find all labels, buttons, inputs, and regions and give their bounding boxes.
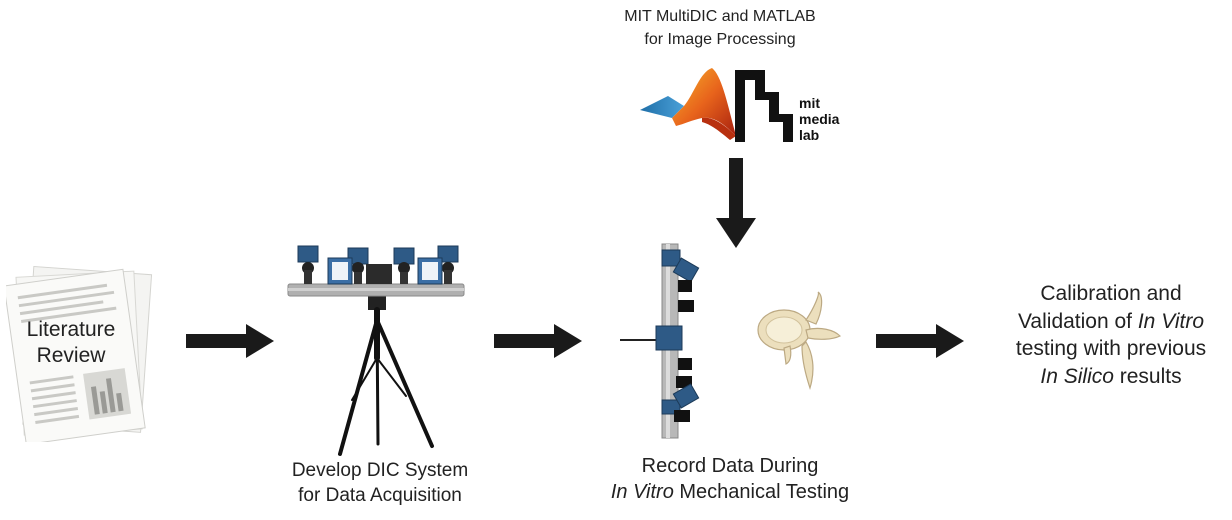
- calibration-line1: Calibration and: [1040, 282, 1182, 305]
- record-line1: Record Data During: [641, 455, 819, 477]
- rig-camera-icons: [655, 249, 700, 422]
- record-line2-italic: In Vitro: [610, 481, 674, 504]
- literature-review-graphic: Literature Review: [6, 262, 156, 442]
- calibration-line4-italic: In Silico: [1040, 365, 1114, 389]
- image-processing-line2: for Image Processing: [644, 30, 796, 48]
- tripod-icon: [338, 296, 434, 456]
- calibration-line4-rest: results: [1113, 365, 1182, 389]
- record-line2: In Vitro Mechanical Testing: [560, 479, 900, 505]
- logo-text-lab: lab: [799, 127, 819, 143]
- calibration-line2-pre: Validation of: [1017, 309, 1138, 333]
- mit-media-lab-logo-icon: mit media lab: [735, 70, 840, 143]
- develop-dic-label: Develop DIC System for Data Acquisition: [245, 458, 515, 508]
- camera-icons: [297, 245, 459, 284]
- record-data-label: Record Data During In Vitro Mechanical T…: [560, 453, 900, 506]
- logo-text-media: media: [799, 111, 840, 127]
- develop-line2: for Data Acquisition: [298, 485, 462, 507]
- calibration-line3: testing with previous: [1015, 337, 1207, 361]
- literature-line1: Literature: [26, 318, 116, 341]
- down-arrow-icon: [716, 158, 756, 248]
- calibration-line2: Validation of In Vitro: [990, 308, 1232, 336]
- right-arrow-3-icon: [876, 324, 964, 358]
- calibration-line2-italic: In Vitro: [1137, 309, 1204, 333]
- vertebra-icon: [757, 291, 842, 390]
- literature-line2: Review: [36, 344, 106, 368]
- image-processing-line1: MIT MultiDIC and MATLAB: [624, 8, 816, 25]
- calibration-label: Calibration and Validation of In Vitro t…: [990, 280, 1232, 391]
- light-panel-icons: [327, 257, 443, 285]
- right-arrow-1-icon: [186, 324, 274, 358]
- record-line2-rest: Mechanical Testing: [673, 481, 850, 504]
- develop-line1: Develop DIC System: [291, 460, 469, 481]
- testing-rig-graphic: [620, 243, 700, 439]
- paper-stack-icon: [6, 265, 153, 442]
- calibration-line4: In Silico results: [990, 363, 1232, 391]
- right-arrow-2-icon: [494, 324, 582, 358]
- dic-system-graphic: [287, 245, 465, 456]
- logo-text-mit: mit: [799, 95, 820, 111]
- literature-review-label: Literature Review: [6, 317, 136, 370]
- matlab-logo-icon: [640, 68, 736, 140]
- image-processing-label: MIT MultiDIC and MATLAB for Image Proces…: [560, 6, 880, 51]
